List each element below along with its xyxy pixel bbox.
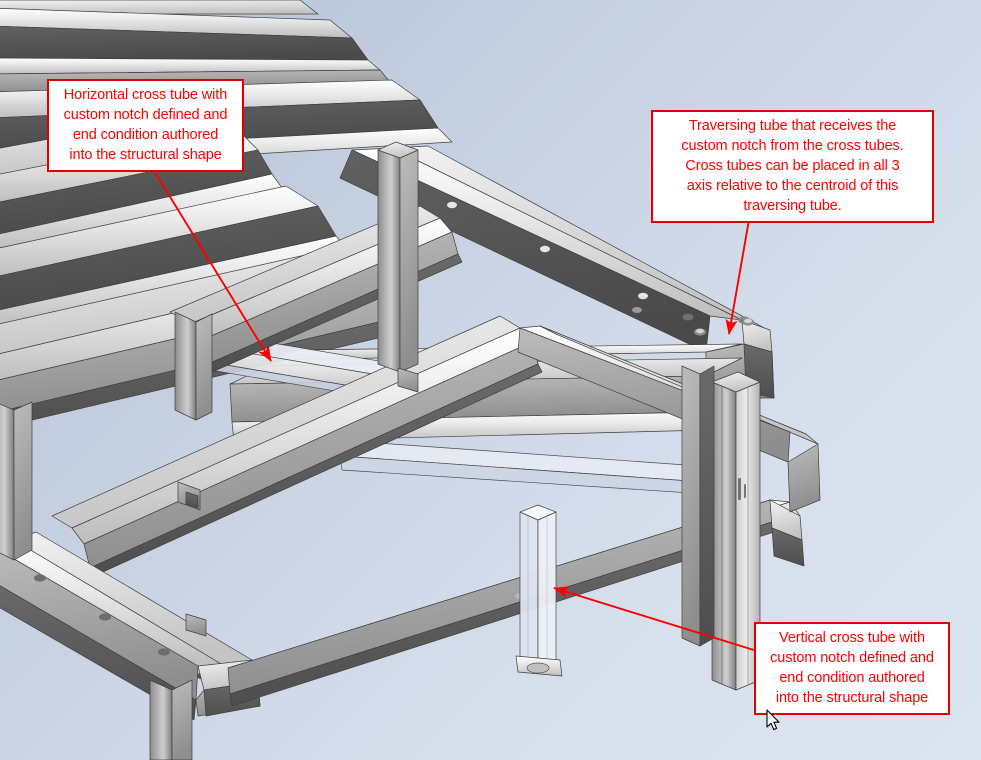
vertical-post-left-upper	[174, 311, 213, 421]
callout-horizontal-cross-tube: Horizontal cross tube with custom notch …	[47, 79, 244, 172]
vertical-cross-tube	[519, 504, 557, 669]
rail-far-upper	[0, 0, 391, 93]
callout-vertical-cross-tube: Vertical cross tube with custom notch de…	[754, 622, 950, 715]
vertical-post-upper-mid	[377, 141, 419, 373]
horizontal-cross-tube-lower	[335, 439, 707, 495]
rail-far-right-top	[339, 145, 769, 353]
mouse-cursor-arrow	[766, 709, 780, 731]
rail-front-right-bottom	[227, 499, 801, 707]
callout-traversing-tube: Traversing tube that receives the custom…	[651, 110, 934, 223]
vertical-post-right-inner	[681, 365, 715, 647]
vertical-post-far-left	[0, 401, 33, 561]
notch-tabs	[177, 367, 419, 637]
joint-vertical-cross-tube-base	[515, 655, 563, 677]
vertical-post-right-main	[711, 371, 761, 691]
rail-right-end-block	[769, 443, 821, 567]
vertical-post-bottom-left	[149, 679, 193, 760]
rail-front-bottom	[0, 531, 253, 721]
